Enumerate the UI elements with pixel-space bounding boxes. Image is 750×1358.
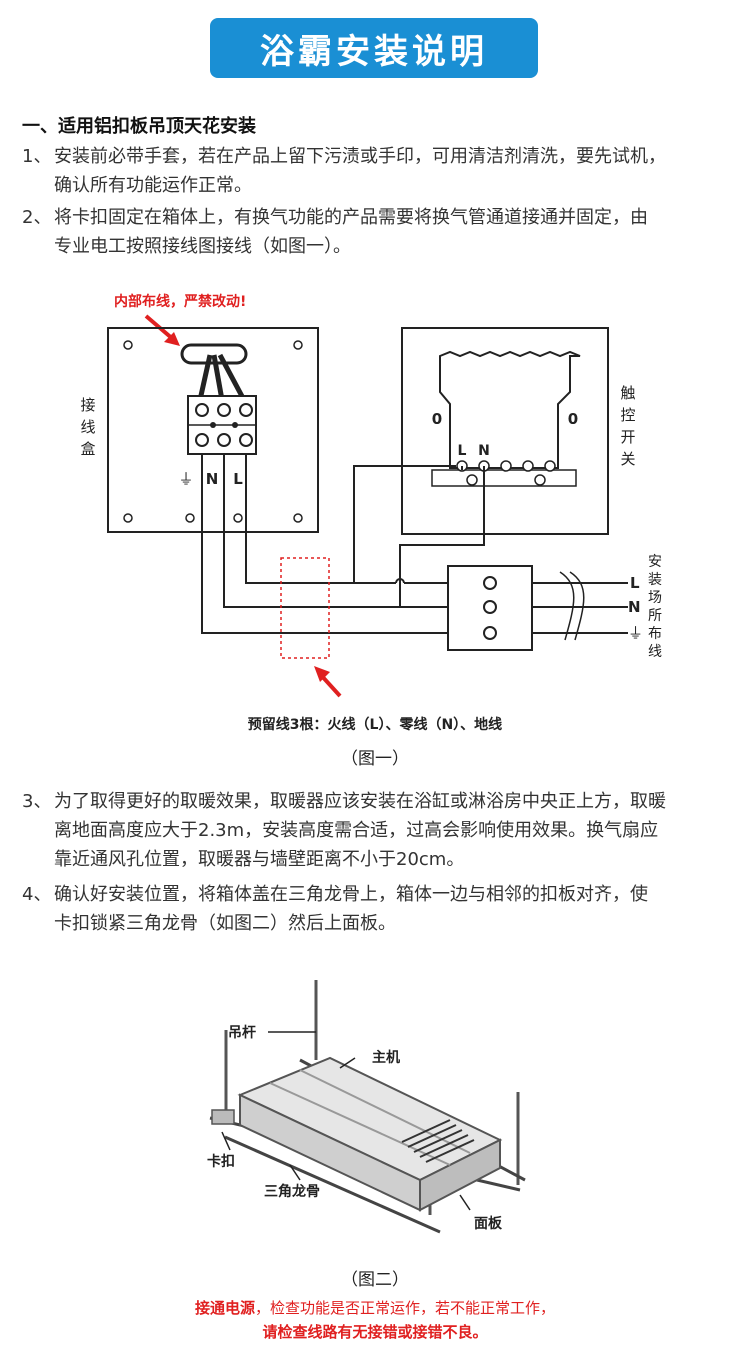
site-terminal-box	[447, 565, 585, 651]
step-2: 2、将卡扣固定在箱体上，有换气功能的产品需要将换气管通道接通并固定，由 专业电工…	[22, 207, 648, 257]
touch-switch	[401, 327, 609, 535]
switch-n-label: N	[478, 443, 490, 459]
label-clip: 卡扣	[207, 1153, 235, 1170]
site-ground-label: ⏚	[628, 624, 643, 642]
footer-bold-1: 接通电源	[194, 1299, 255, 1317]
section-heading: 一、适用铝扣板吊顶天花安装	[22, 116, 256, 137]
footer-note: 接通电源，检查功能是否正常运作，若不能正常工作， 请检查线路有无接错或接错不良。	[0, 1296, 750, 1344]
terminal-ground-label: ⏚	[178, 470, 193, 488]
figure-2-caption: （图二）	[341, 1270, 409, 1290]
switch-l-label: L	[458, 443, 467, 459]
figure-1-caption: （图一）	[341, 749, 409, 769]
footer-bold-2: 请检查线路有无接错或接错不良。	[262, 1323, 488, 1341]
warning-arrow-icon	[144, 314, 180, 346]
site-wire-label-1: 安	[648, 554, 662, 570]
touch-switch-label-4: 关	[620, 450, 635, 468]
terminal-l-label: L	[233, 470, 243, 488]
installation-diagram: 吊杆 主机 卡扣 三角龙骨 面板	[207, 980, 526, 1234]
site-wire-label-5: 布	[648, 626, 662, 642]
switch-zero-left: 0	[432, 410, 442, 428]
label-keel: 三角龙骨	[264, 1183, 320, 1200]
site-wire-label-3: 场	[648, 590, 662, 606]
step-1: 1、安装前必带手套，若在产品上留下污渍或手印，可用清洁剂清洗，要先试机， 确认所…	[22, 146, 666, 196]
step-3: 3、为了取得更好的取暖效果，取暖器应该安装在浴缸或淋浴房中央正上方，取暖 离地面…	[22, 791, 666, 870]
main-unit	[237, 1056, 503, 1212]
switch-zero-right: 0	[568, 410, 578, 428]
label-rod: 吊杆	[228, 1024, 256, 1041]
wiring-warning: 内部布线，严禁改动!	[114, 294, 247, 310]
site-wire-label-6: 线	[648, 644, 662, 660]
junction-box-label-3: 盒	[80, 440, 95, 458]
terminal-n-label: N	[206, 470, 219, 488]
page-title: 浴霸安装说明	[210, 18, 538, 78]
junction-box	[107, 327, 319, 533]
label-panel: 面板	[474, 1215, 503, 1232]
site-wire-label-2: 装	[648, 572, 662, 588]
touch-switch-label-3: 开	[620, 428, 635, 446]
reserve-arrow-icon	[314, 666, 342, 698]
wiring-diagram: 接 线 盒 ⏚ N L 0 0 L N 触 控 开 关	[80, 314, 662, 698]
reserve-wire-note: 预留线3根：火线（L）、零线（N）、地线	[247, 717, 503, 733]
touch-switch-label-2: 控	[620, 406, 635, 424]
site-wire-label-4: 所	[648, 608, 662, 624]
reserve-wire-area	[280, 557, 330, 659]
junction-box-label-2: 线	[80, 418, 95, 436]
step-4: 4、确认好安装位置，将箱体盖在三角龙骨上，箱体一边与相邻的扣板对齐，使 卡扣锁紧…	[22, 884, 648, 934]
clip-part	[211, 1109, 235, 1125]
junction-box-label-1: 接	[80, 396, 95, 414]
label-host: 主机	[372, 1049, 400, 1066]
footer-text-1: ，检查功能是否正常运作，若不能正常工作，	[255, 1299, 556, 1317]
touch-switch-label-1: 触	[620, 384, 635, 402]
site-n-label: N	[628, 598, 641, 616]
site-l-label: L	[630, 574, 640, 592]
